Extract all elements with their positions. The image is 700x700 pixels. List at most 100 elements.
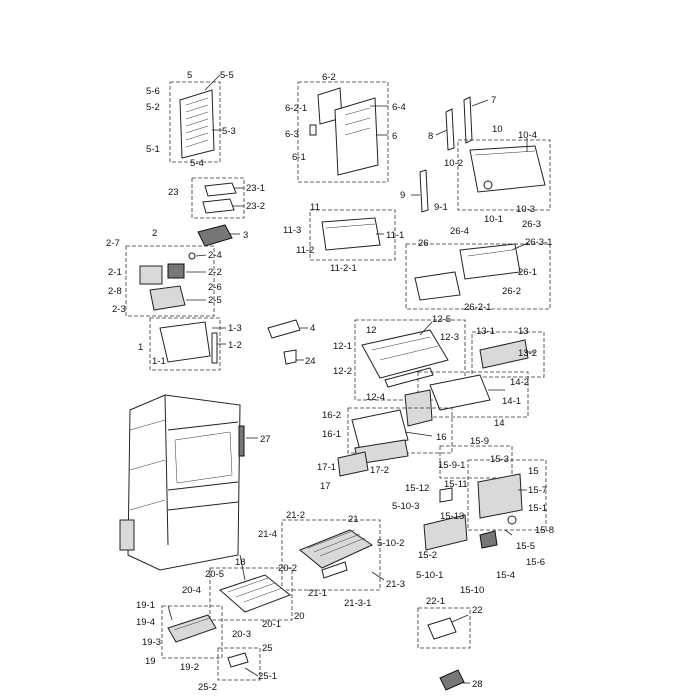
label-2: 2 <box>152 228 157 239</box>
label-21-3-1: 21-3-1 <box>344 598 371 609</box>
part-group-14 <box>404 371 529 427</box>
label-5-1: 5-1 <box>146 144 160 155</box>
label-23: 23 <box>168 187 179 198</box>
label-15-7: 15-7 <box>528 485 547 496</box>
label-6-1: 6-1 <box>292 152 306 163</box>
part-group-11 <box>309 209 396 261</box>
label-20: 20 <box>294 611 305 622</box>
label-6-4: 6-4 <box>392 102 406 113</box>
label-9: 9 <box>400 190 405 201</box>
label-12-4: 12-4 <box>366 392 385 403</box>
label-26-1: 26-1 <box>518 267 537 278</box>
label-5-10-3: 5-10-3 <box>392 501 419 512</box>
label-20-5: 20-5 <box>205 569 224 580</box>
label-1-2: 1-2 <box>228 340 242 351</box>
label-20-4: 20-4 <box>182 585 201 596</box>
part-group-10 <box>457 138 551 211</box>
label-12-2: 12-2 <box>333 366 352 377</box>
label-2-8: 2-8 <box>108 286 122 297</box>
label-6-2: 6-2 <box>322 72 336 83</box>
label-1-3: 1-3 <box>228 323 242 334</box>
label-2-4: 2-4 <box>208 250 222 261</box>
label-2-5: 2-5 <box>208 295 222 306</box>
part-group-23 <box>191 177 245 219</box>
label-3: 3 <box>243 230 248 241</box>
label-18: 18 <box>235 557 246 568</box>
label-19-4: 19-4 <box>136 617 155 628</box>
label-5-10-2: 5-10-2 <box>377 538 404 549</box>
label-26-4: 26-4 <box>450 226 469 237</box>
label-5-2: 5-2 <box>146 102 160 113</box>
label-11-2: 11-2 <box>296 245 314 256</box>
label-5-4: 5-4 <box>190 158 204 169</box>
part-9 <box>411 169 429 213</box>
label-15-9-1: 15-9-1 <box>438 460 465 471</box>
label-2-1: 2-1 <box>108 267 122 278</box>
label-21-2: 21-2 <box>286 510 305 521</box>
label-23-2: 23-2 <box>246 201 265 212</box>
label-11: 11 <box>310 202 320 213</box>
part-group-16-17 <box>337 407 453 477</box>
part-3 <box>197 224 240 247</box>
label-10: 10 <box>492 124 503 135</box>
label-10-2: 10-2 <box>444 158 463 169</box>
part-group-13 <box>471 331 545 378</box>
label-11-1: 11-1 <box>386 230 404 241</box>
label-26: 26 <box>418 238 429 249</box>
label-10-4: 10-4 <box>518 130 537 141</box>
label-24: 24 <box>305 356 316 367</box>
label-15-3: 15-3 <box>490 454 509 465</box>
label-14: 14 <box>494 418 505 429</box>
label-9-1: 9-1 <box>434 202 448 213</box>
label-21: 21 <box>348 514 359 525</box>
label-15-11: 15-11 <box>444 479 468 490</box>
label-20-1: 20-1 <box>262 619 281 630</box>
label-7: 7 <box>491 95 496 106</box>
label-26-2-1: 26-2-1 <box>464 302 491 313</box>
part-group-15 <box>423 445 547 551</box>
label-19-3: 19-3 <box>142 637 161 648</box>
label-25-2: 25-2 <box>198 682 217 693</box>
label-2-6: 2-6 <box>208 282 222 293</box>
label-2-7: 2-7 <box>106 238 120 249</box>
label-20-2: 20-2 <box>278 563 297 574</box>
label-13-2: 13-2 <box>518 348 537 359</box>
label-20-3: 20-3 <box>232 629 251 640</box>
label-14-2: 14-2 <box>510 377 529 388</box>
label-10-3: 10-3 <box>516 204 535 215</box>
label-26-2: 26-2 <box>502 286 521 297</box>
cabinet-body <box>119 394 258 571</box>
part-4-24 <box>267 319 308 365</box>
label-12-1: 12-1 <box>333 341 352 352</box>
label-25-1: 25-1 <box>258 671 277 682</box>
label-15-5: 15-5 <box>516 541 535 552</box>
label-8: 8 <box>428 131 433 142</box>
label-6-3: 6-3 <box>285 129 299 140</box>
label-27: 27 <box>260 434 271 445</box>
label-2-2: 2-2 <box>208 267 222 278</box>
part-group-7-8 <box>435 96 489 151</box>
label-14-1: 14-1 <box>502 396 521 407</box>
label-5-5: 5-5 <box>220 70 234 81</box>
label-15-2: 15-2 <box>418 550 437 561</box>
part-group-6 <box>297 81 389 183</box>
label-5-6: 5-6 <box>146 86 160 97</box>
label-15: 15 <box>528 466 539 477</box>
label-21-1: 21-1 <box>308 588 327 599</box>
label-22: 22 <box>472 605 483 616</box>
label-13: 13 <box>518 326 529 337</box>
label-19-1: 19-1 <box>136 600 155 611</box>
label-26-3-1: 26-3-1 <box>525 237 552 248</box>
part-group-12 <box>354 319 466 401</box>
label-15-13: 15-13 <box>440 511 464 522</box>
label-21-4: 21-4 <box>258 529 277 540</box>
part-group-22 <box>417 607 471 649</box>
part-group-5 <box>169 74 222 163</box>
label-16-2: 16-2 <box>322 410 341 421</box>
label-15-10: 15-10 <box>460 585 484 596</box>
label-11-2-1: 11-2-1 <box>330 263 357 274</box>
label-5-3: 5-3 <box>222 126 236 137</box>
part-group-20 <box>209 554 293 621</box>
label-16-1: 16-1 <box>322 429 341 440</box>
